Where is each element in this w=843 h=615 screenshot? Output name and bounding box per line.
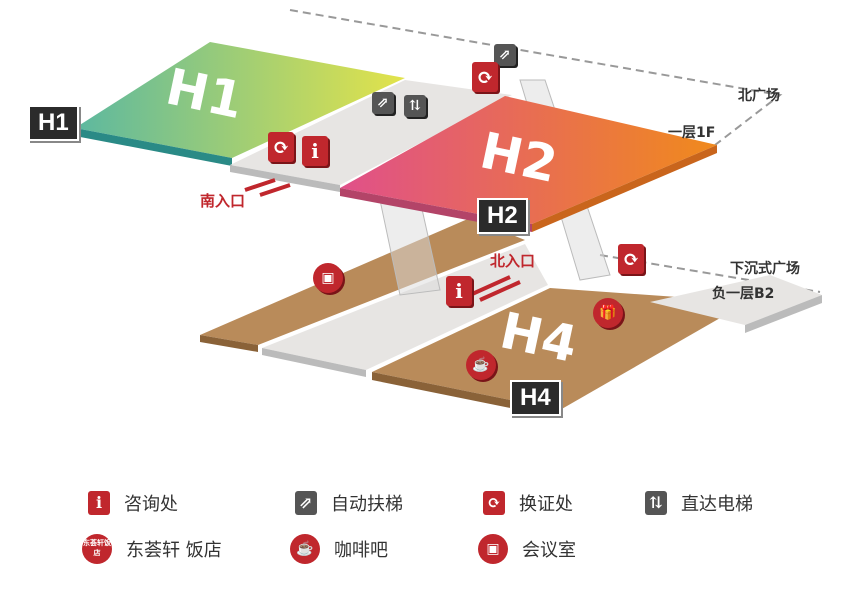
- h1-plate: [75, 42, 405, 158]
- legend-item: ⟳ 换证处: [483, 490, 573, 516]
- legend-item: i 咨询处: [88, 490, 178, 516]
- legend-item: ⇅ 直达电梯: [645, 490, 753, 516]
- north-plaza-label: 北广场: [738, 88, 780, 104]
- escalator-icon: ⇗: [494, 44, 516, 66]
- elevator-icon: ⇅: [404, 95, 426, 117]
- floor-1f-label: 一层1F: [668, 125, 716, 141]
- sunken-plaza-label: 下沉式广场: [730, 261, 800, 277]
- legend-label: 直达电梯: [681, 494, 753, 515]
- escalator-icon: ⇗: [295, 491, 317, 515]
- legend-item: 东荟轩饭店东荟轩 饭店: [82, 534, 222, 564]
- escalator-icon: ⇗: [372, 92, 394, 114]
- restaurant-icon: 🎁: [593, 298, 623, 328]
- meeting-room-icon: ▣: [313, 263, 343, 293]
- b2-right-plate: [650, 275, 822, 325]
- legend-item: ▣ 会议室: [478, 534, 576, 564]
- zone-tag-h2: H2: [477, 198, 528, 234]
- legend-label: 自动扶梯: [331, 494, 403, 515]
- exchange-icon: ⟳: [483, 491, 505, 515]
- legend-label: 咖啡吧: [334, 540, 388, 561]
- legend-label: 换证处: [519, 494, 573, 515]
- north-entrance-arrow: [469, 275, 521, 302]
- north-plaza-outline: [289, 9, 783, 146]
- exchange-icon: ⟳: [268, 132, 294, 162]
- zone-tag-h4: H4: [510, 380, 561, 416]
- info-icon: i: [446, 276, 472, 306]
- zone-tag-h1: H1: [28, 105, 79, 141]
- floor-b2-label: 负一层B2: [712, 286, 775, 302]
- b2-walkway: [262, 244, 548, 370]
- legend-label: 咨询处: [124, 494, 178, 515]
- legend-label: 东荟轩 饭店: [126, 540, 222, 561]
- legend-item: ☕ 咖啡吧: [290, 534, 388, 564]
- exchange-icon: ⟳: [472, 62, 498, 92]
- h4-plate: [372, 288, 748, 410]
- south-entrance-arrow: [244, 178, 291, 197]
- exchange-icon: ⟳: [618, 244, 644, 274]
- south-entrance-label: 南入口: [200, 192, 246, 210]
- legend-label: 会议室: [522, 540, 576, 561]
- meeting-room-icon: ▣: [478, 534, 508, 564]
- h2-plate: [340, 96, 717, 224]
- legend-item: ⇗ 自动扶梯: [295, 490, 403, 516]
- coffee-icon: ☕: [466, 350, 496, 380]
- north-entrance-label: 北入口: [490, 252, 536, 270]
- b2-left-strip: [200, 218, 525, 345]
- restaurant-icon: 东荟轩饭店: [82, 534, 112, 564]
- elevator-icon: ⇅: [645, 491, 667, 515]
- f1-walkway: [230, 80, 512, 185]
- info-icon: i: [302, 136, 328, 166]
- info-icon: i: [88, 491, 110, 515]
- coffee-icon: ☕: [290, 534, 320, 564]
